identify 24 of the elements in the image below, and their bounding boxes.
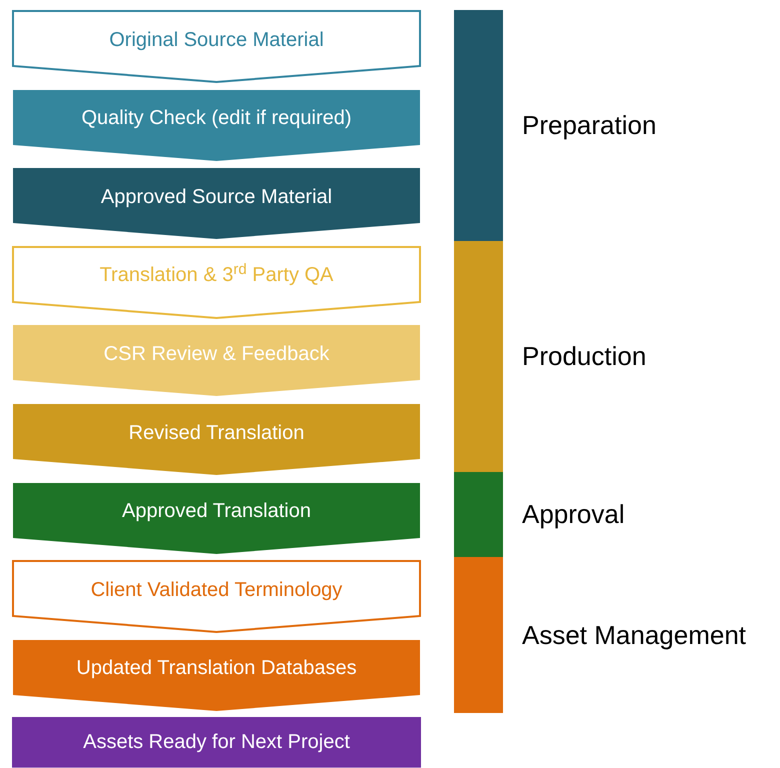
step-label: Translation & 3$^{rd}$ Party QA <box>98 263 334 288</box>
step-label: CSR Review & Feedback <box>102 342 330 367</box>
chevron-step <box>12 324 421 398</box>
phase-label: Production <box>522 340 646 373</box>
chevron-step <box>12 482 421 555</box>
step-label: Approved Translation <box>120 499 312 524</box>
phase-label: Asset Management <box>522 618 746 652</box>
chevron-step <box>12 167 421 240</box>
phase-label: Preparation <box>522 109 656 142</box>
chevron-step <box>12 10 421 83</box>
phase-label: Approval <box>522 498 625 531</box>
step-label: Updated Translation Databases <box>75 656 358 682</box>
chevron-step <box>12 638 421 712</box>
chevron-step <box>12 88 421 162</box>
step-label: Assets Ready for Next Project <box>82 730 351 756</box>
step-label: Original Source Material <box>108 28 325 52</box>
step-label: Client Validated Terminology <box>90 578 344 603</box>
chevron-step <box>12 560 421 634</box>
step-label: Revised Translation <box>128 420 306 446</box>
chevron-step <box>12 246 421 319</box>
step-label: Approved Source Material <box>100 184 334 210</box>
chevron-step <box>12 403 421 476</box>
step-label: Quality Check (edit if required) <box>80 106 353 132</box>
step-box <box>12 717 421 768</box>
